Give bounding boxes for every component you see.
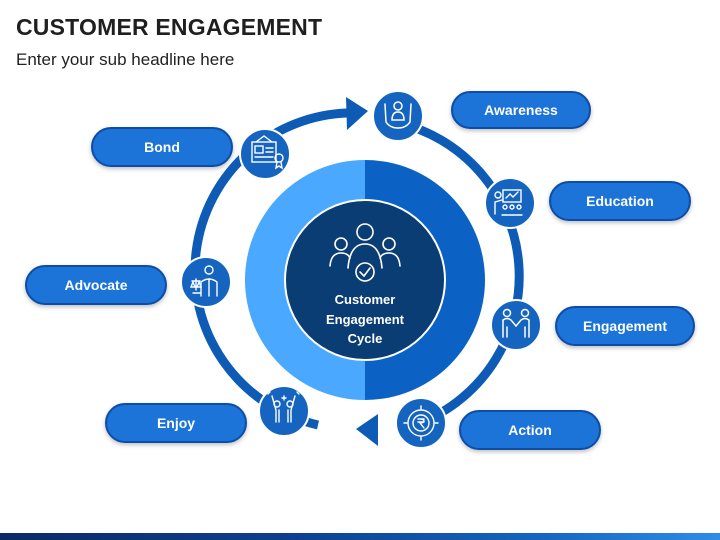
center-line-3: Cycle <box>348 331 383 346</box>
hands-person-icon <box>384 101 412 129</box>
ring-arc-left <box>190 108 359 430</box>
stage-label-action: Action <box>508 422 552 438</box>
cycle-ring <box>190 97 524 446</box>
stage-pill-awareness[interactable]: Awareness <box>451 91 591 129</box>
page-subtitle: Enter your sub headline here <box>16 50 235 69</box>
center-line-1: Customer <box>335 292 396 307</box>
stage-label-engagement: Engagement <box>583 318 667 334</box>
stage-pills: Awareness Education Engagement Action En… <box>25 91 695 450</box>
center-disc: Customer Engagement Cycle <box>245 160 485 400</box>
stage-pill-enjoy[interactable]: Enjoy <box>105 403 247 443</box>
center-inner-circle <box>284 199 446 361</box>
stage-node-engagement <box>490 299 542 351</box>
stage-node-enjoy <box>258 385 310 437</box>
certificate-bond-icon <box>251 135 284 170</box>
stage-pill-education[interactable]: Education <box>549 181 691 221</box>
stage-label-bond: Bond <box>144 139 180 155</box>
arrowhead-top-icon <box>346 97 368 130</box>
stage-pill-advocate[interactable]: Advocate <box>25 265 167 305</box>
arrowhead-bottom-icon <box>356 414 378 446</box>
stage-pill-bond[interactable]: Bond <box>91 127 233 167</box>
bottom-accent-bar <box>0 533 720 540</box>
stage-pill-engagement[interactable]: Engagement <box>555 306 695 346</box>
presentation-board-icon <box>494 189 523 216</box>
handshake-people-icon <box>502 308 530 338</box>
celebrating-people-icon <box>267 391 300 423</box>
rupee-coin-icon <box>403 405 439 441</box>
stage-label-enjoy: Enjoy <box>157 415 195 431</box>
stage-node-action <box>395 397 447 449</box>
stage-node-advocate <box>180 256 232 308</box>
center-line-2: Engagement <box>326 312 405 327</box>
stage-label-awareness: Awareness <box>484 102 558 118</box>
stage-node-education <box>484 177 536 229</box>
page-title: CUSTOMER ENGAGEMENT <box>16 14 323 40</box>
stage-label-education: Education <box>586 193 654 209</box>
stage-node-awareness <box>372 90 424 142</box>
stage-label-advocate: Advocate <box>64 277 127 293</box>
customer-group-check-icon <box>329 223 401 282</box>
stage-node-bond <box>239 128 291 180</box>
lawyer-scales-icon <box>189 265 218 297</box>
stage-icon-circles <box>180 90 542 449</box>
ring-arc-right <box>394 117 524 428</box>
stage-pill-action[interactable]: Action <box>459 410 601 450</box>
